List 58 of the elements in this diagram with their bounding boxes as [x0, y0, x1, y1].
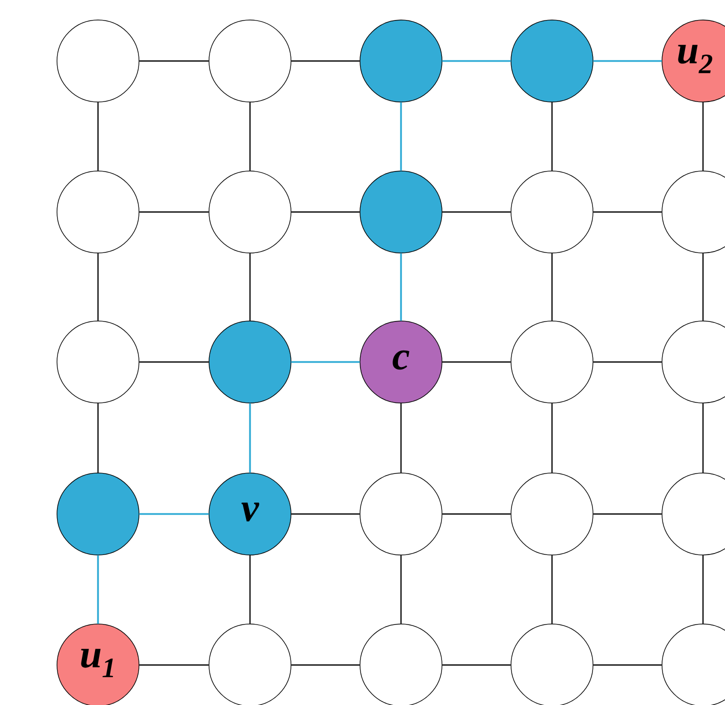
circle-node [510, 320, 594, 404]
grid-line [249, 403, 251, 473]
grid-line [442, 60, 511, 62]
grid-line [291, 513, 360, 515]
circle-node [208, 20, 292, 102]
grid-line [139, 211, 209, 213]
grid-line [442, 211, 511, 213]
grid-line [702, 253, 704, 321]
grid-line [139, 513, 209, 515]
grid-line [139, 664, 209, 666]
labeled-circle-node: u$_{2}$ [662, 20, 725, 102]
grid-line [551, 102, 553, 171]
grid-line [442, 361, 511, 363]
circle-node [360, 170, 442, 254]
grid-line [551, 403, 553, 473]
grid-line [400, 102, 402, 171]
circle-node [360, 472, 442, 556]
grid-line [702, 102, 704, 171]
grid-line [249, 253, 251, 321]
grid-line [593, 60, 662, 62]
grid-line [442, 513, 511, 515]
grid-line [291, 664, 360, 666]
grid-line [97, 102, 99, 171]
grid-line [400, 253, 402, 321]
circle-node [208, 320, 292, 404]
circle-node [510, 472, 594, 556]
circle-node [56, 472, 140, 556]
grid-line [442, 664, 511, 666]
grid-line [551, 253, 553, 321]
grid-line [291, 211, 360, 213]
grid-line [291, 361, 360, 363]
circle-node [510, 20, 594, 102]
circle-node [56, 20, 140, 102]
grid-line [593, 664, 662, 666]
labeled-circle-node: u$_{1}$ [56, 624, 140, 705]
grid-line [249, 555, 251, 624]
grid-line [97, 403, 99, 473]
grid-line [291, 60, 360, 62]
grid-line [139, 60, 209, 62]
grid-line [593, 361, 662, 363]
grid-line [593, 513, 662, 515]
grid-line [97, 555, 99, 624]
circle-node [208, 170, 292, 254]
circle-node [56, 170, 140, 254]
labeled-circle-node: v [208, 472, 292, 556]
circle-node [360, 20, 442, 102]
grid-line [702, 555, 704, 624]
circle-node [56, 320, 140, 404]
labeled-circle-node: c [360, 320, 442, 404]
grid-line [97, 253, 99, 321]
grid-line [593, 211, 662, 213]
grid-line [400, 403, 402, 473]
grid-line [551, 555, 553, 624]
grid-line [400, 555, 402, 624]
grid-line [249, 102, 251, 171]
circle-node [510, 170, 594, 254]
grid-line [139, 361, 209, 363]
grid-line [702, 403, 704, 473]
